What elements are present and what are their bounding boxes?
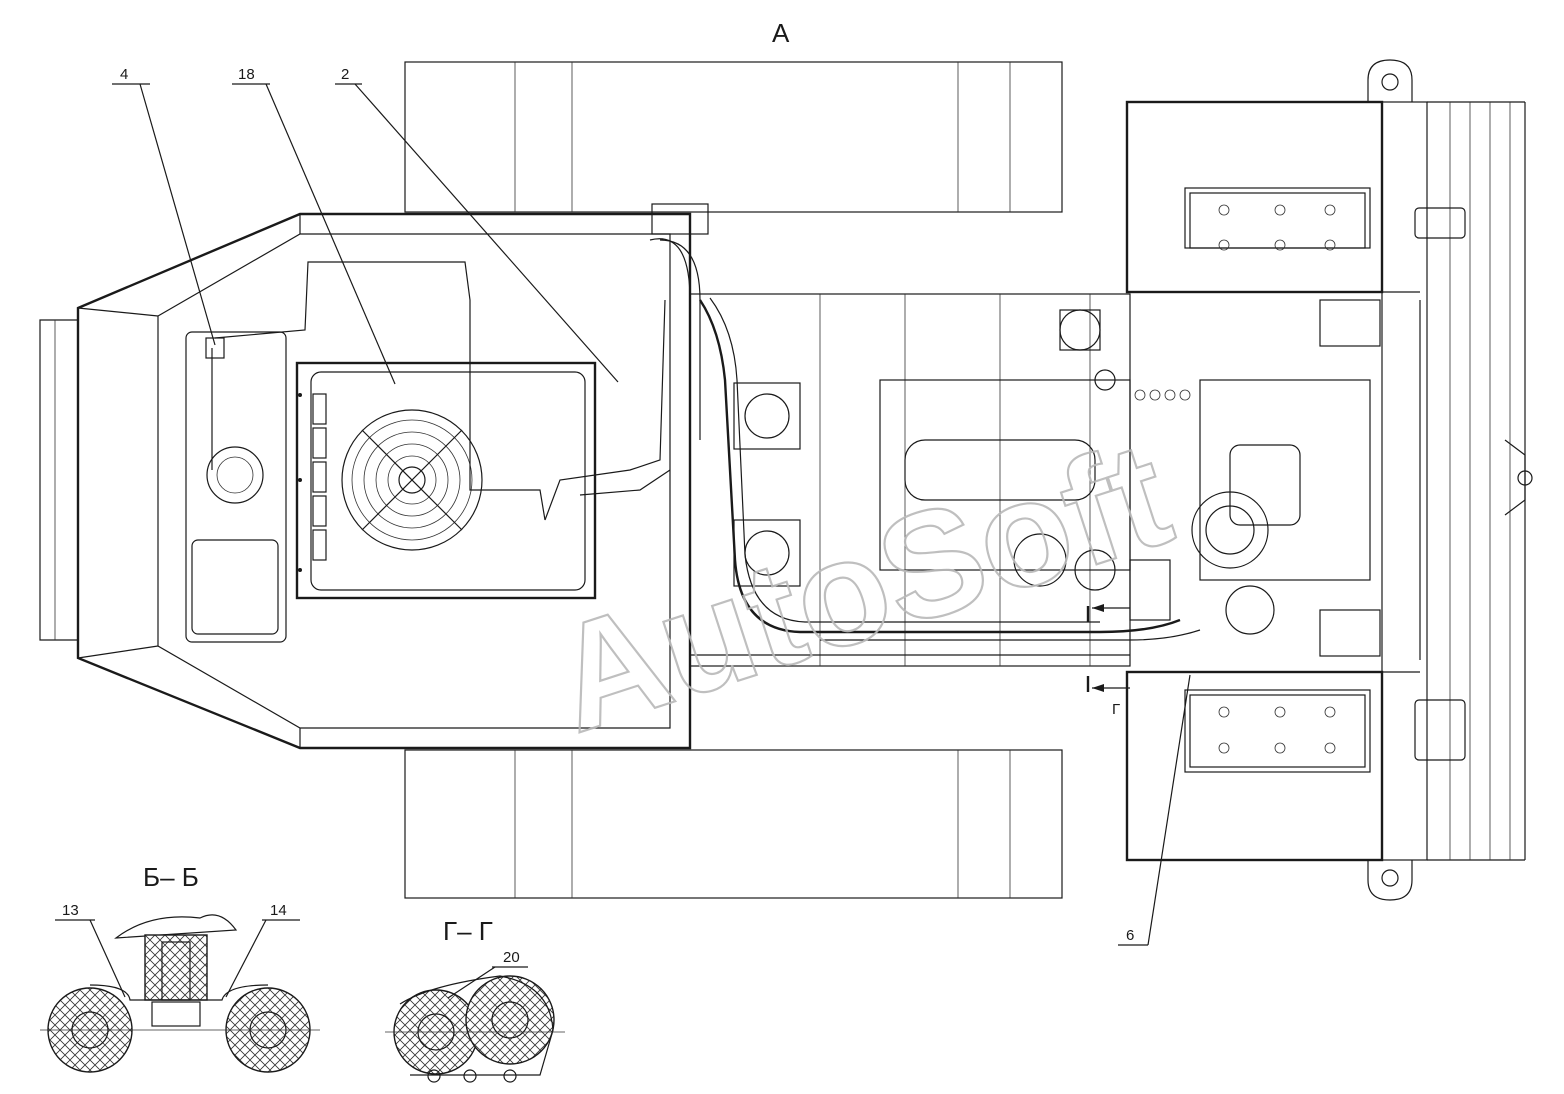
air-vents xyxy=(312,393,327,561)
battery-upper xyxy=(1184,187,1466,251)
rear-frame xyxy=(1125,59,1533,901)
svg-text:6: 6 xyxy=(1126,927,1134,944)
callout-13: 13 xyxy=(62,902,79,919)
callout-2: 2 xyxy=(335,66,619,383)
view-label-a: А xyxy=(772,18,790,48)
battery-lower xyxy=(1184,689,1466,773)
svg-text:2: 2 xyxy=(341,66,349,83)
callout-18: 18 xyxy=(232,66,396,385)
evaporator-unit xyxy=(295,361,597,600)
section-bb-title: Б– Б xyxy=(143,862,199,892)
section-letter-g: Г xyxy=(1112,701,1120,718)
callout-6: 6 xyxy=(1118,674,1191,946)
callout-4: 4 xyxy=(112,66,216,346)
svg-text:4: 4 xyxy=(120,66,128,83)
engine-compartment xyxy=(689,293,1371,667)
fan-grille xyxy=(341,409,483,551)
callout-20: 20 xyxy=(503,949,520,966)
callout-14: 14 xyxy=(270,902,287,919)
watermark: AutoSoft xyxy=(534,409,1188,764)
connector-row xyxy=(1134,389,1191,401)
section-mark-bb xyxy=(1086,604,1130,622)
refrigerant-lines xyxy=(690,297,1201,656)
section-bb: Б– Б 13 14 xyxy=(40,862,320,1073)
section-gg-title: Г– Г xyxy=(443,916,493,946)
lower-wheel-outline xyxy=(404,749,1063,899)
section-gg: Г– Г 20 xyxy=(385,916,565,1083)
cab-roof xyxy=(39,203,709,750)
upper-wheel-outline xyxy=(404,61,1063,213)
svg-text:18: 18 xyxy=(238,66,255,83)
cab-hoses xyxy=(214,238,701,521)
section-mark-gg: Г xyxy=(1086,676,1130,718)
